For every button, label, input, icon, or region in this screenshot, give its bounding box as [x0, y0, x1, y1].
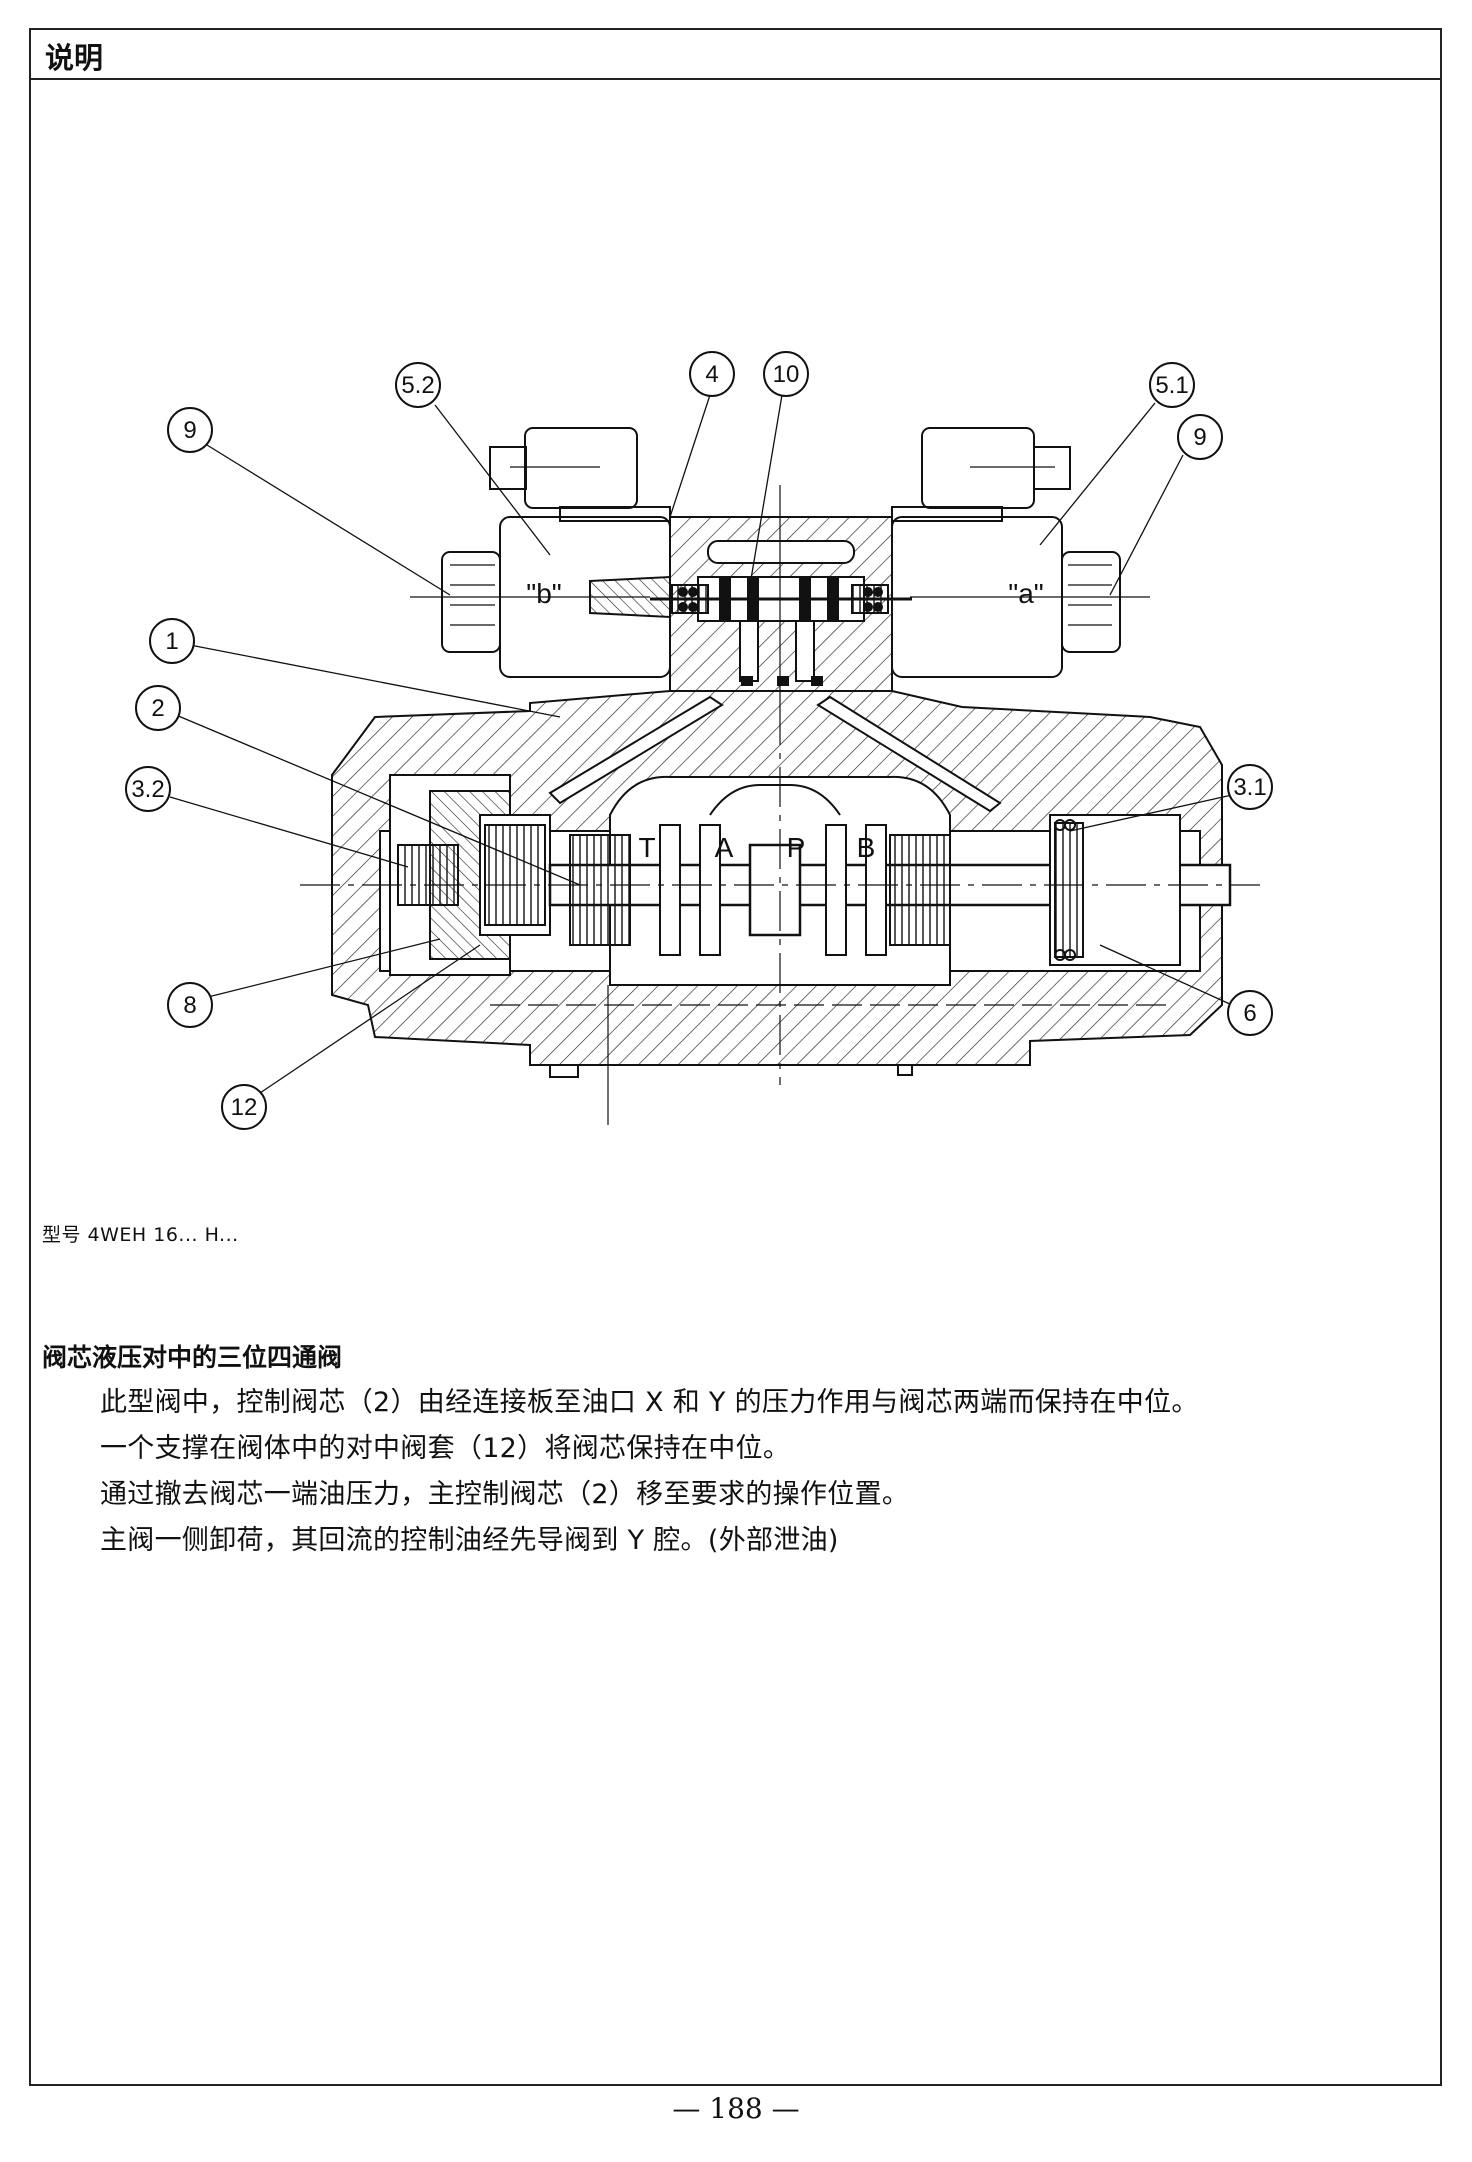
- callout-circle: [1227, 990, 1273, 1036]
- callout-label: 9: [1193, 424, 1206, 451]
- callout-label: 8: [183, 992, 196, 1019]
- callout-circle: [167, 982, 213, 1028]
- callout-group: 5.2 4 10 5.1 9 9 1 2 3.2 3.1: [125, 351, 1273, 1130]
- solenoid-a-label: "a": [1008, 578, 1043, 609]
- callout-label: 3.2: [131, 776, 164, 803]
- header-title: 说明: [45, 41, 104, 75]
- figure-caption: 型号 4WEH 16... H...: [42, 1224, 239, 1246]
- solenoid-b-label: "b": [526, 578, 561, 609]
- callout-circle: [125, 766, 171, 812]
- callout-label: 5.1: [1155, 372, 1188, 399]
- page-frame: 说明: [29, 28, 1442, 2086]
- callout-circle: [689, 351, 735, 397]
- callout-circle: [763, 351, 809, 397]
- valve-cross-section-drawing: 5.2 4 10 5.1 9 9 1 2 3.2 3.1: [125, 351, 1273, 1130]
- page-number: — 188 —: [672, 2092, 800, 2125]
- callout-label: 4: [705, 361, 718, 388]
- paragraph-3: 通过撤去阀芯一端油压力，主控制阀芯（2）移至要求的操作位置。: [100, 1479, 910, 1510]
- callout-label: 3.1: [1233, 774, 1266, 801]
- callout-circle: [1149, 362, 1195, 408]
- callout-circle: [149, 618, 195, 664]
- main-valve-body: [300, 690, 1260, 1125]
- port-label-t: T: [638, 832, 655, 863]
- callout-label: 5.2: [401, 372, 434, 399]
- port-label-p: P: [787, 832, 806, 863]
- callout-circle: [167, 407, 213, 453]
- section-title: 阀芯液压对中的三位四通阀: [42, 1343, 343, 1372]
- port-label-a: A: [715, 832, 734, 863]
- header-bar: 说明: [31, 30, 1440, 80]
- callout-label: 10: [773, 361, 800, 388]
- callout-label: 1: [165, 628, 178, 655]
- callout-circle: [395, 362, 441, 408]
- callout-label: 9: [183, 417, 196, 444]
- callout-circle: [135, 685, 181, 731]
- pilot-valve: [410, 427, 1150, 705]
- callout-label: 2: [151, 695, 164, 722]
- callout-circle: [1177, 414, 1223, 460]
- paragraph-2: 一个支撑在阀体中的对中阀套（12）将阀芯保持在中位。: [100, 1433, 791, 1464]
- callout-circle: [1227, 764, 1273, 810]
- callout-label: 12: [231, 1094, 258, 1121]
- callout-label: 6: [1243, 1000, 1256, 1027]
- paragraph-1: 此型阀中，控制阀芯（2）由经连接板至油口 X 和 Y 的压力作用与阀芯两端而保持…: [100, 1387, 1199, 1418]
- port-label-b: B: [857, 832, 876, 863]
- paragraph-4: 主阀一侧卸荷，其回流的控制油经先导阀到 Y 腔。(外部泄油): [100, 1525, 839, 1556]
- callout-circle: [221, 1084, 267, 1130]
